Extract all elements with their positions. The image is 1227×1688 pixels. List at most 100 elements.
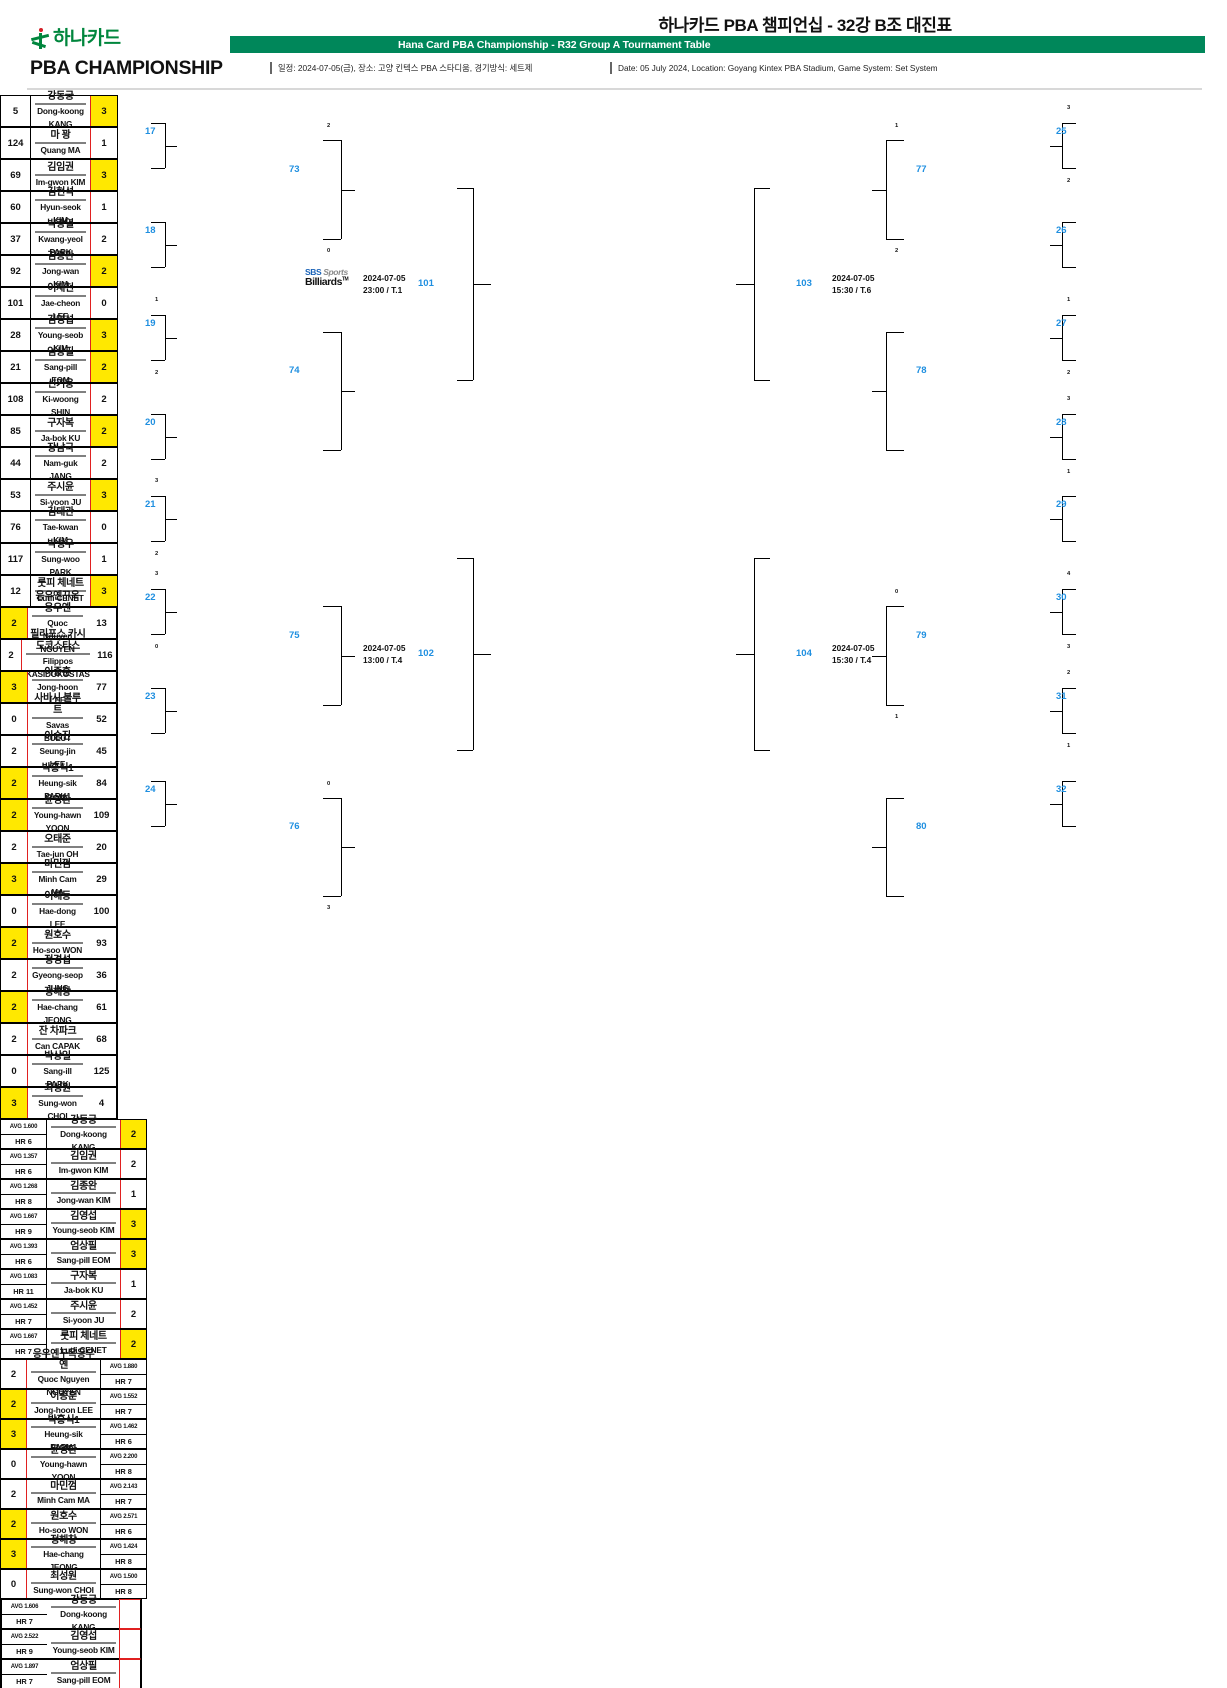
connector-h [1062,168,1076,169]
connector-h [754,380,770,381]
set-count: 3 [155,571,158,577]
set-score: 2 [120,1150,146,1178]
set-score: 2 [1,608,28,638]
hr-value: HR 9 [2,1645,47,1659]
connector-h [1062,222,1076,223]
set-count: 3 [155,478,158,484]
set-count: 1 [1067,297,1070,303]
hana-card-icon [30,28,50,50]
match-number: 25 [1056,126,1067,137]
connector-h [1062,496,1076,497]
set-score: 3 [1,1420,27,1448]
connector-h [1062,634,1076,635]
player-name-ko: 구자복 [51,1271,116,1284]
player-name-ko: 박성우 [35,539,86,553]
match-number: 76 [289,821,300,832]
player-name-ko: 룻피 체네트 [35,578,86,592]
set-score: 3 [90,576,117,606]
connector-h [1062,688,1076,689]
connector-h [473,654,491,655]
page-title-en-bar: Hana Card PBA Championship - R32 Group A… [230,36,1205,53]
match-number: 79 [916,630,927,641]
player-name-ko: 신기웅 [35,379,86,393]
set-score: 1 [90,544,117,574]
set-count: 1 [155,297,158,303]
match-number: 75 [289,630,300,641]
set-score: 1 [120,1270,146,1298]
player-name-ko: 마 꽝 [35,130,86,144]
seed-number: 37 [1,224,31,254]
set-count: 2 [155,370,158,376]
connector-h [872,391,886,392]
brand-pba-championship: PBA CHAMPIONSHIP [30,57,220,80]
connector-v [754,188,755,380]
connector-h [1050,338,1062,339]
avg-value: AVG 1.500 [101,1570,146,1585]
hr-value: HR 6 [1,1135,46,1149]
match-number: 31 [1056,691,1067,702]
set-count: 2 [1067,670,1070,676]
avg-value: AVG 2.200 [101,1450,146,1465]
connector-h [151,496,165,497]
match-date: 2024-07-05 [363,272,405,284]
connector-h [1050,519,1062,520]
player-name-ko: 마민껌 [32,859,83,873]
player-name-ko: 장남국 [35,443,86,457]
set-score: 0 [1,704,28,734]
connector-h [341,656,355,657]
set-score: 2 [1,832,28,862]
seed-number: 92 [1,256,31,286]
set-count: 0 [155,644,158,650]
set-count: 0 [895,589,898,595]
player-name-ko: 박상일 [32,1051,83,1065]
seed-number: 44 [1,448,31,478]
avg-value: AVG 1.424 [101,1540,146,1555]
set-score: 2 [90,224,117,254]
match-date: 2024-07-05 [832,642,874,654]
avg-value: AVG 1.268 [1,1180,46,1195]
connector-h [341,190,355,191]
connector-v [886,606,887,705]
